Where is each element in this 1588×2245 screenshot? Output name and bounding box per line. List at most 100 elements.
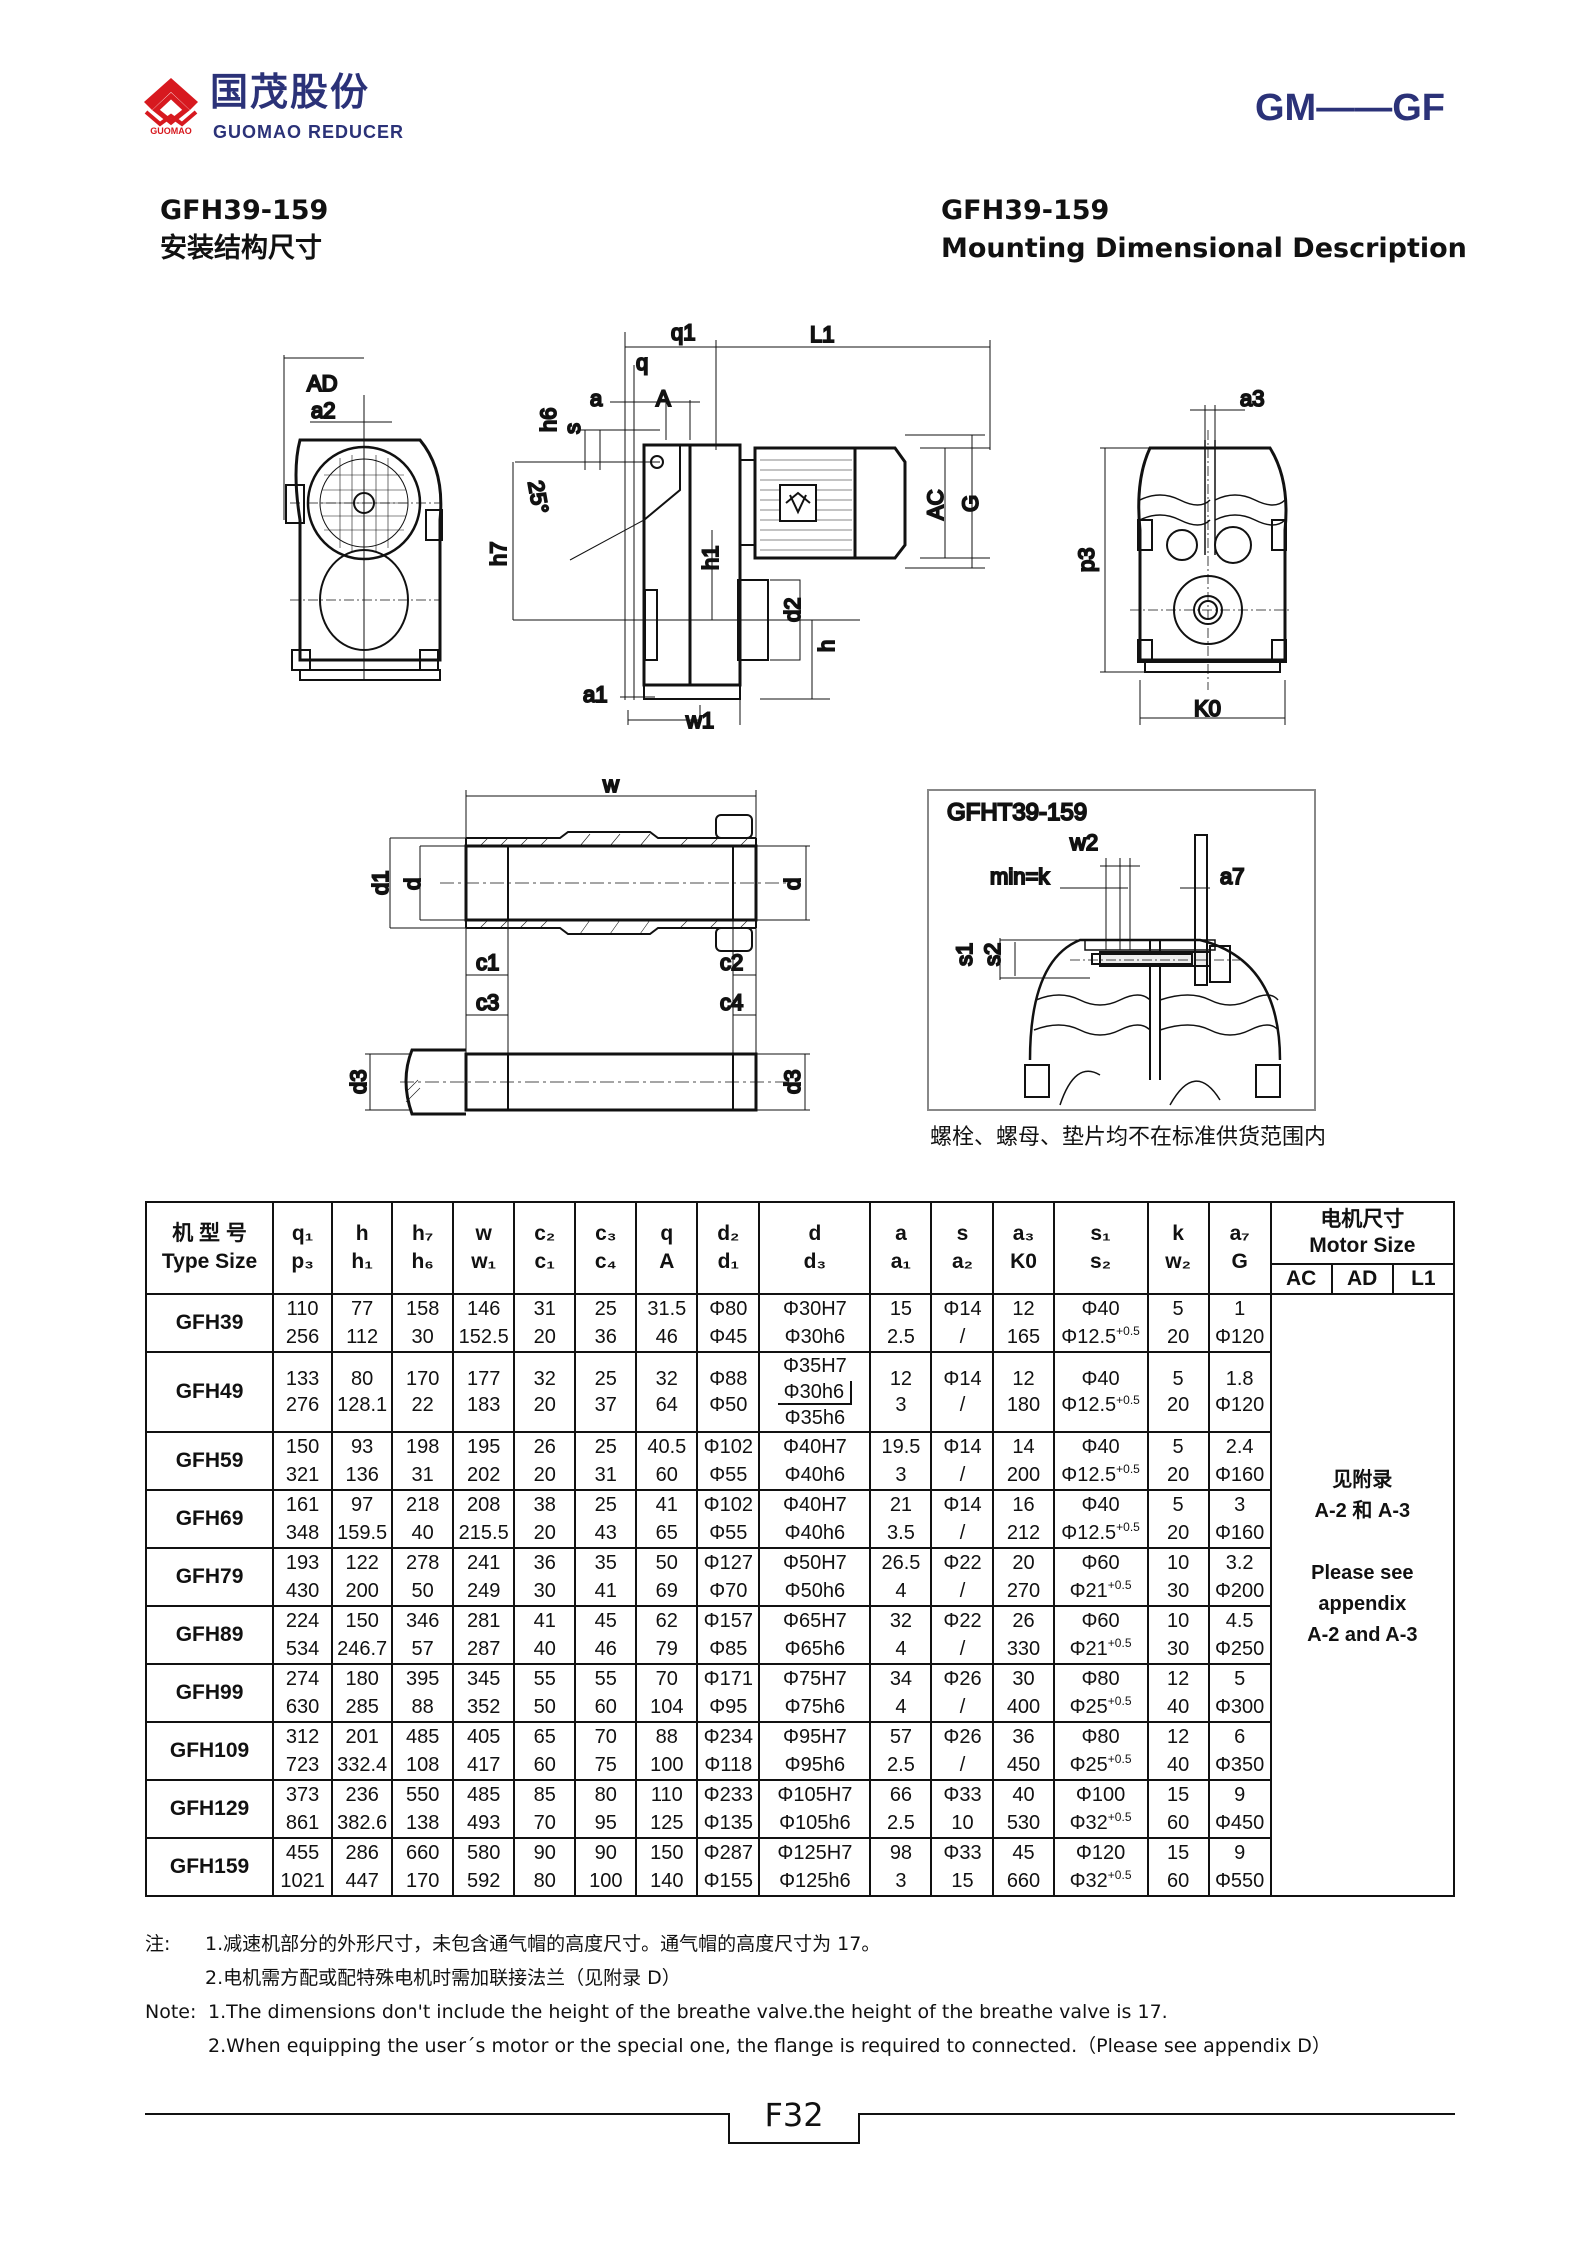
value-top: 38	[533, 1494, 556, 1516]
front-view-drawing	[283, 355, 443, 681]
value-bottom: 382.6	[337, 1812, 388, 1834]
model-cell: GFH79	[144, 1547, 275, 1607]
value-top: Φ40H7	[782, 1436, 847, 1458]
s2-value: Φ32	[1069, 1870, 1108, 1892]
value-top: 193	[285, 1552, 320, 1574]
title-right: GFH39-159 Mounting Dimensional Descripti…	[941, 192, 1467, 268]
value-bottom: 40	[1166, 1754, 1190, 1776]
value-bottom: Φ95h6	[784, 1754, 846, 1776]
value-bottom: 125	[650, 1812, 684, 1834]
value-bottom: 2.5	[887, 1326, 915, 1348]
value-bottom: 660	[1006, 1870, 1041, 1892]
value-bottom: 100	[589, 1870, 623, 1892]
header-motor-cn: 电机尺寸	[1320, 1208, 1405, 1231]
label-h6: h6	[536, 408, 561, 432]
value-top: 224	[285, 1610, 320, 1632]
value-top: Φ30H7	[782, 1298, 847, 1320]
value-top: Φ102	[703, 1436, 753, 1458]
label-K0: K0	[1194, 696, 1221, 721]
header-motor-l1: L1	[1391, 1263, 1456, 1295]
value-top: 36	[1012, 1726, 1035, 1748]
value-bottom: Φ450	[1214, 1812, 1265, 1834]
column-header-top: c₃	[595, 1222, 617, 1245]
value-bottom: 3	[895, 1464, 907, 1486]
value-top: 1.8	[1225, 1368, 1254, 1390]
value-cell: Φ26/	[930, 1721, 995, 1781]
value-bottom: Φ200	[1214, 1580, 1265, 1602]
value-top: 40.5	[647, 1436, 687, 1458]
value-top: 373	[285, 1784, 320, 1806]
value-top: Φ40H7	[782, 1494, 847, 1516]
value-top: 93	[351, 1436, 374, 1458]
value-bottom: Φ250	[1214, 1638, 1265, 1660]
torque-arm-drawing	[927, 789, 1316, 1111]
column-header-bottom: d₃	[803, 1250, 827, 1273]
value-top: 218	[405, 1494, 440, 1516]
value-bottom: Φ21+0.5	[1055, 1577, 1147, 1605]
column-header-bottom: c₄	[594, 1250, 617, 1273]
column-header-bottom: w₁	[471, 1250, 497, 1273]
model-cell: GFH109	[144, 1721, 275, 1781]
label-AC: AC	[923, 489, 948, 520]
column-header-bottom: h₁	[351, 1250, 373, 1273]
value-bottom: 3.5	[887, 1522, 915, 1544]
value-top: Φ125H7	[777, 1842, 853, 1864]
value-top: 85	[533, 1784, 556, 1806]
value-top: 40	[1012, 1784, 1035, 1806]
value-top: 1	[1234, 1298, 1246, 1320]
value-bottom: 2.5	[887, 1812, 915, 1834]
value-top: 177	[467, 1368, 501, 1390]
value-top: 133	[285, 1368, 320, 1390]
value-bottom: 64	[655, 1394, 678, 1416]
value-bottom: 723	[285, 1754, 320, 1776]
value-top: 55	[533, 1668, 556, 1690]
value-top: 110	[650, 1784, 683, 1806]
value-top: 80	[351, 1368, 374, 1390]
value-bottom: 46	[655, 1326, 678, 1348]
value-bottom: 287	[467, 1638, 501, 1660]
value-bottom: 450	[1006, 1754, 1041, 1776]
label-c1: c1	[476, 950, 499, 975]
value-bottom: 400	[1006, 1696, 1041, 1718]
value-bottom: 60	[533, 1754, 556, 1776]
logo-chinese-name: 国茂股份	[210, 70, 371, 114]
value-bottom: Φ160	[1214, 1522, 1265, 1544]
value-bottom: 592	[467, 1870, 501, 1892]
value-bottom: 20	[533, 1464, 556, 1486]
value-bottom: 104	[650, 1696, 684, 1718]
value-bottom: 276	[285, 1394, 320, 1416]
value-top: 12	[1012, 1298, 1035, 1320]
value-top: Φ22	[943, 1552, 982, 1574]
value-top: Φ75H7	[782, 1668, 847, 1690]
column-header-top: q	[660, 1222, 674, 1245]
value-bottom: Φ155	[703, 1870, 753, 1892]
s2-tolerance: +0.5	[1107, 1636, 1132, 1650]
